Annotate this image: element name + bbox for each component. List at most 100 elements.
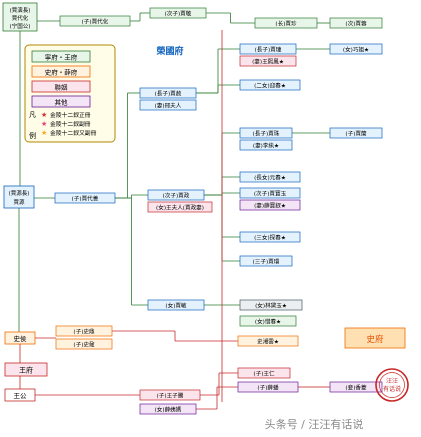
person-node-frame: [239, 299, 303, 311]
person-node-frame: [139, 99, 197, 111]
person-node-frame: [239, 231, 301, 243]
person-node-label: (長子)賈珠: [253, 130, 280, 138]
person-node-label: (子)賈蘭: [345, 130, 367, 138]
person-node-dai-hua: (子)賈代化: [59, 15, 131, 27]
person-node-lian: (長子)賈璉: [239, 43, 297, 55]
legend: 寧府・王府 史府・薛府 聯姻 其他 凡 例 ★ 金陵十二釵正冊 ★ 金陵十二釵副…: [24, 44, 116, 143]
person-node-zheng: (次子)賈政: [147, 189, 205, 201]
person-node-xichun: (女)惜春★: [239, 315, 297, 327]
legend-other-label: 其他: [55, 98, 69, 107]
person-node-wang-ren: (子)王仁: [237, 367, 291, 379]
person-node-frame: [139, 403, 197, 415]
person-node-label: (子)王子騰: [157, 392, 184, 400]
person-node-xiangyun: 史湘雲★: [237, 335, 299, 347]
person-nodes: (子)賈代化 (次子)賈敬 (长)賈珍 (次)賈蓉 (子)賈代善 (長子)賈赦 (妻)邢夫人…: [54, 7, 383, 415]
person-node-frame: [239, 79, 301, 91]
person-node-label: (三子)賈環: [253, 259, 280, 266]
person-node-min: (女)賈敏: [147, 299, 205, 311]
person-node-label: (二女)迎春★: [254, 82, 286, 90]
person-node-yingchun: (二女)迎春★: [239, 79, 301, 91]
person-node-frame: [55, 338, 113, 350]
person-node-frame: [239, 255, 293, 267]
person-node-fu-hua: (子)賈代善: [54, 192, 116, 204]
legend-star1-label: 金陵十二釵正冊: [50, 111, 91, 119]
legend-li: 例: [29, 131, 36, 140]
legend-ning-swatch: [31, 50, 91, 63]
legend-other-swatch: [31, 95, 91, 108]
person-node-label: (女)薛姨媽: [155, 406, 182, 414]
person-node-label: (妻)薛寶釵★: [254, 202, 286, 210]
person-node-frame: [147, 201, 213, 213]
legend-shi-label: 史府・薛府: [45, 68, 78, 77]
svg-text:史侯: 史侯: [14, 334, 28, 343]
person-node-jing: (次子)賈敬: [149, 7, 207, 19]
person-node-lan: (子)賈蘭: [329, 127, 383, 139]
person-node-frame: [329, 43, 383, 55]
root-left-top-l3: (宁国公): [10, 22, 31, 30]
svg-text:(賈源長): (賈源長): [9, 189, 30, 197]
person-node-shi-nai: (子)史鼐: [55, 338, 113, 350]
star-red-icon: ★: [41, 111, 47, 119]
person-node-label: (长)賈珍: [275, 20, 297, 28]
shi-block: 史侯: [4, 331, 36, 345]
rong-header: 榮國府: [156, 45, 183, 57]
person-node-li-wan: (妻)李紈★: [239, 139, 293, 151]
person-node-frame: [139, 87, 197, 99]
person-node-qiaojie: (女)巧姐★: [329, 43, 383, 55]
root-left-top-l2: 賈代化: [12, 14, 29, 22]
person-node-frame: [55, 325, 113, 337]
person-node-label: (女)賈敏: [165, 302, 187, 310]
wang-block: 王府: [4, 362, 48, 377]
person-node-frame: [239, 187, 301, 199]
person-node-label: 史湘雲★: [257, 338, 279, 346]
svg-text:史府: 史府: [366, 334, 384, 345]
person-node-frame: [239, 43, 297, 55]
person-node-she: (長子)賈赦: [139, 87, 197, 99]
person-node-xue-yima: (女)薛姨媽: [139, 403, 197, 415]
person-node-huan: (三子)賈環: [239, 255, 293, 267]
person-node-baochai: (妻)薛寶釵★: [239, 199, 301, 211]
svg-text:王公: 王公: [14, 392, 28, 400]
person-node-frame: [239, 171, 301, 183]
person-node-wife-she: (妻)邢夫人: [139, 99, 197, 111]
person-node-label: (長子)賈璉: [255, 46, 282, 54]
person-node-frame: [237, 335, 299, 347]
shi-right-header: 史府: [344, 327, 406, 349]
person-node-label: (次子)賈敬: [165, 10, 192, 18]
root-left-mid: (賈源長) 賈源: [3, 185, 35, 209]
root-left-top-l1: (賈演長): [10, 6, 31, 14]
seal-stamp: 汪汪 有话说: [375, 368, 409, 402]
person-node-label: (子)賈代善: [72, 195, 99, 203]
person-node-frame: [149, 7, 207, 19]
legend-shi-swatch: [31, 65, 91, 78]
person-node-label: (女)王夫人(賈政妻): [156, 204, 204, 212]
person-node-label: (三女)探春★: [254, 234, 286, 242]
svg-text:汪汪: 汪汪: [386, 377, 398, 385]
person-node-frame: [147, 299, 205, 311]
person-node-baoyu: (次子)賈寶玉: [239, 187, 301, 199]
person-node-label: (妻)邢夫人: [155, 102, 182, 110]
person-node-frame: [147, 189, 205, 201]
legend-marriage-swatch: [31, 80, 91, 93]
person-node-label: (妾)香菱: [345, 384, 367, 392]
person-node-rong: (次)賈蓉: [329, 17, 383, 29]
person-node-label: (子)薛蟠: [257, 384, 279, 392]
person-node-label: (女)惜春★: [255, 318, 281, 326]
person-node-yuanchun: (長女)元春★: [239, 171, 301, 183]
person-node-frame: [239, 139, 293, 151]
person-node-label: (次)賈蓉: [345, 20, 367, 28]
svg-text:榮國府: 榮國府: [156, 45, 183, 57]
connector-lines: [18, 12, 330, 410]
person-node-frame: [239, 127, 293, 139]
person-node-daiyu: (女)林黛玉★: [239, 299, 303, 311]
svg-text:王府: 王府: [19, 366, 33, 375]
star-pink-icon: ★: [41, 120, 47, 128]
person-node-zhen: (长)賈珍: [254, 17, 318, 29]
wang-root: 王公: [4, 388, 36, 402]
person-node-label: (長子)賈赦: [155, 90, 182, 98]
star-gold-icon: ★: [41, 129, 47, 137]
legend-star2-label: 金陵十二釵副冊: [50, 120, 91, 128]
person-node-xiangling: (妾)香菱: [329, 381, 383, 393]
person-node-label: (妻)李紈★: [253, 142, 279, 150]
person-node-frame: [237, 381, 299, 393]
